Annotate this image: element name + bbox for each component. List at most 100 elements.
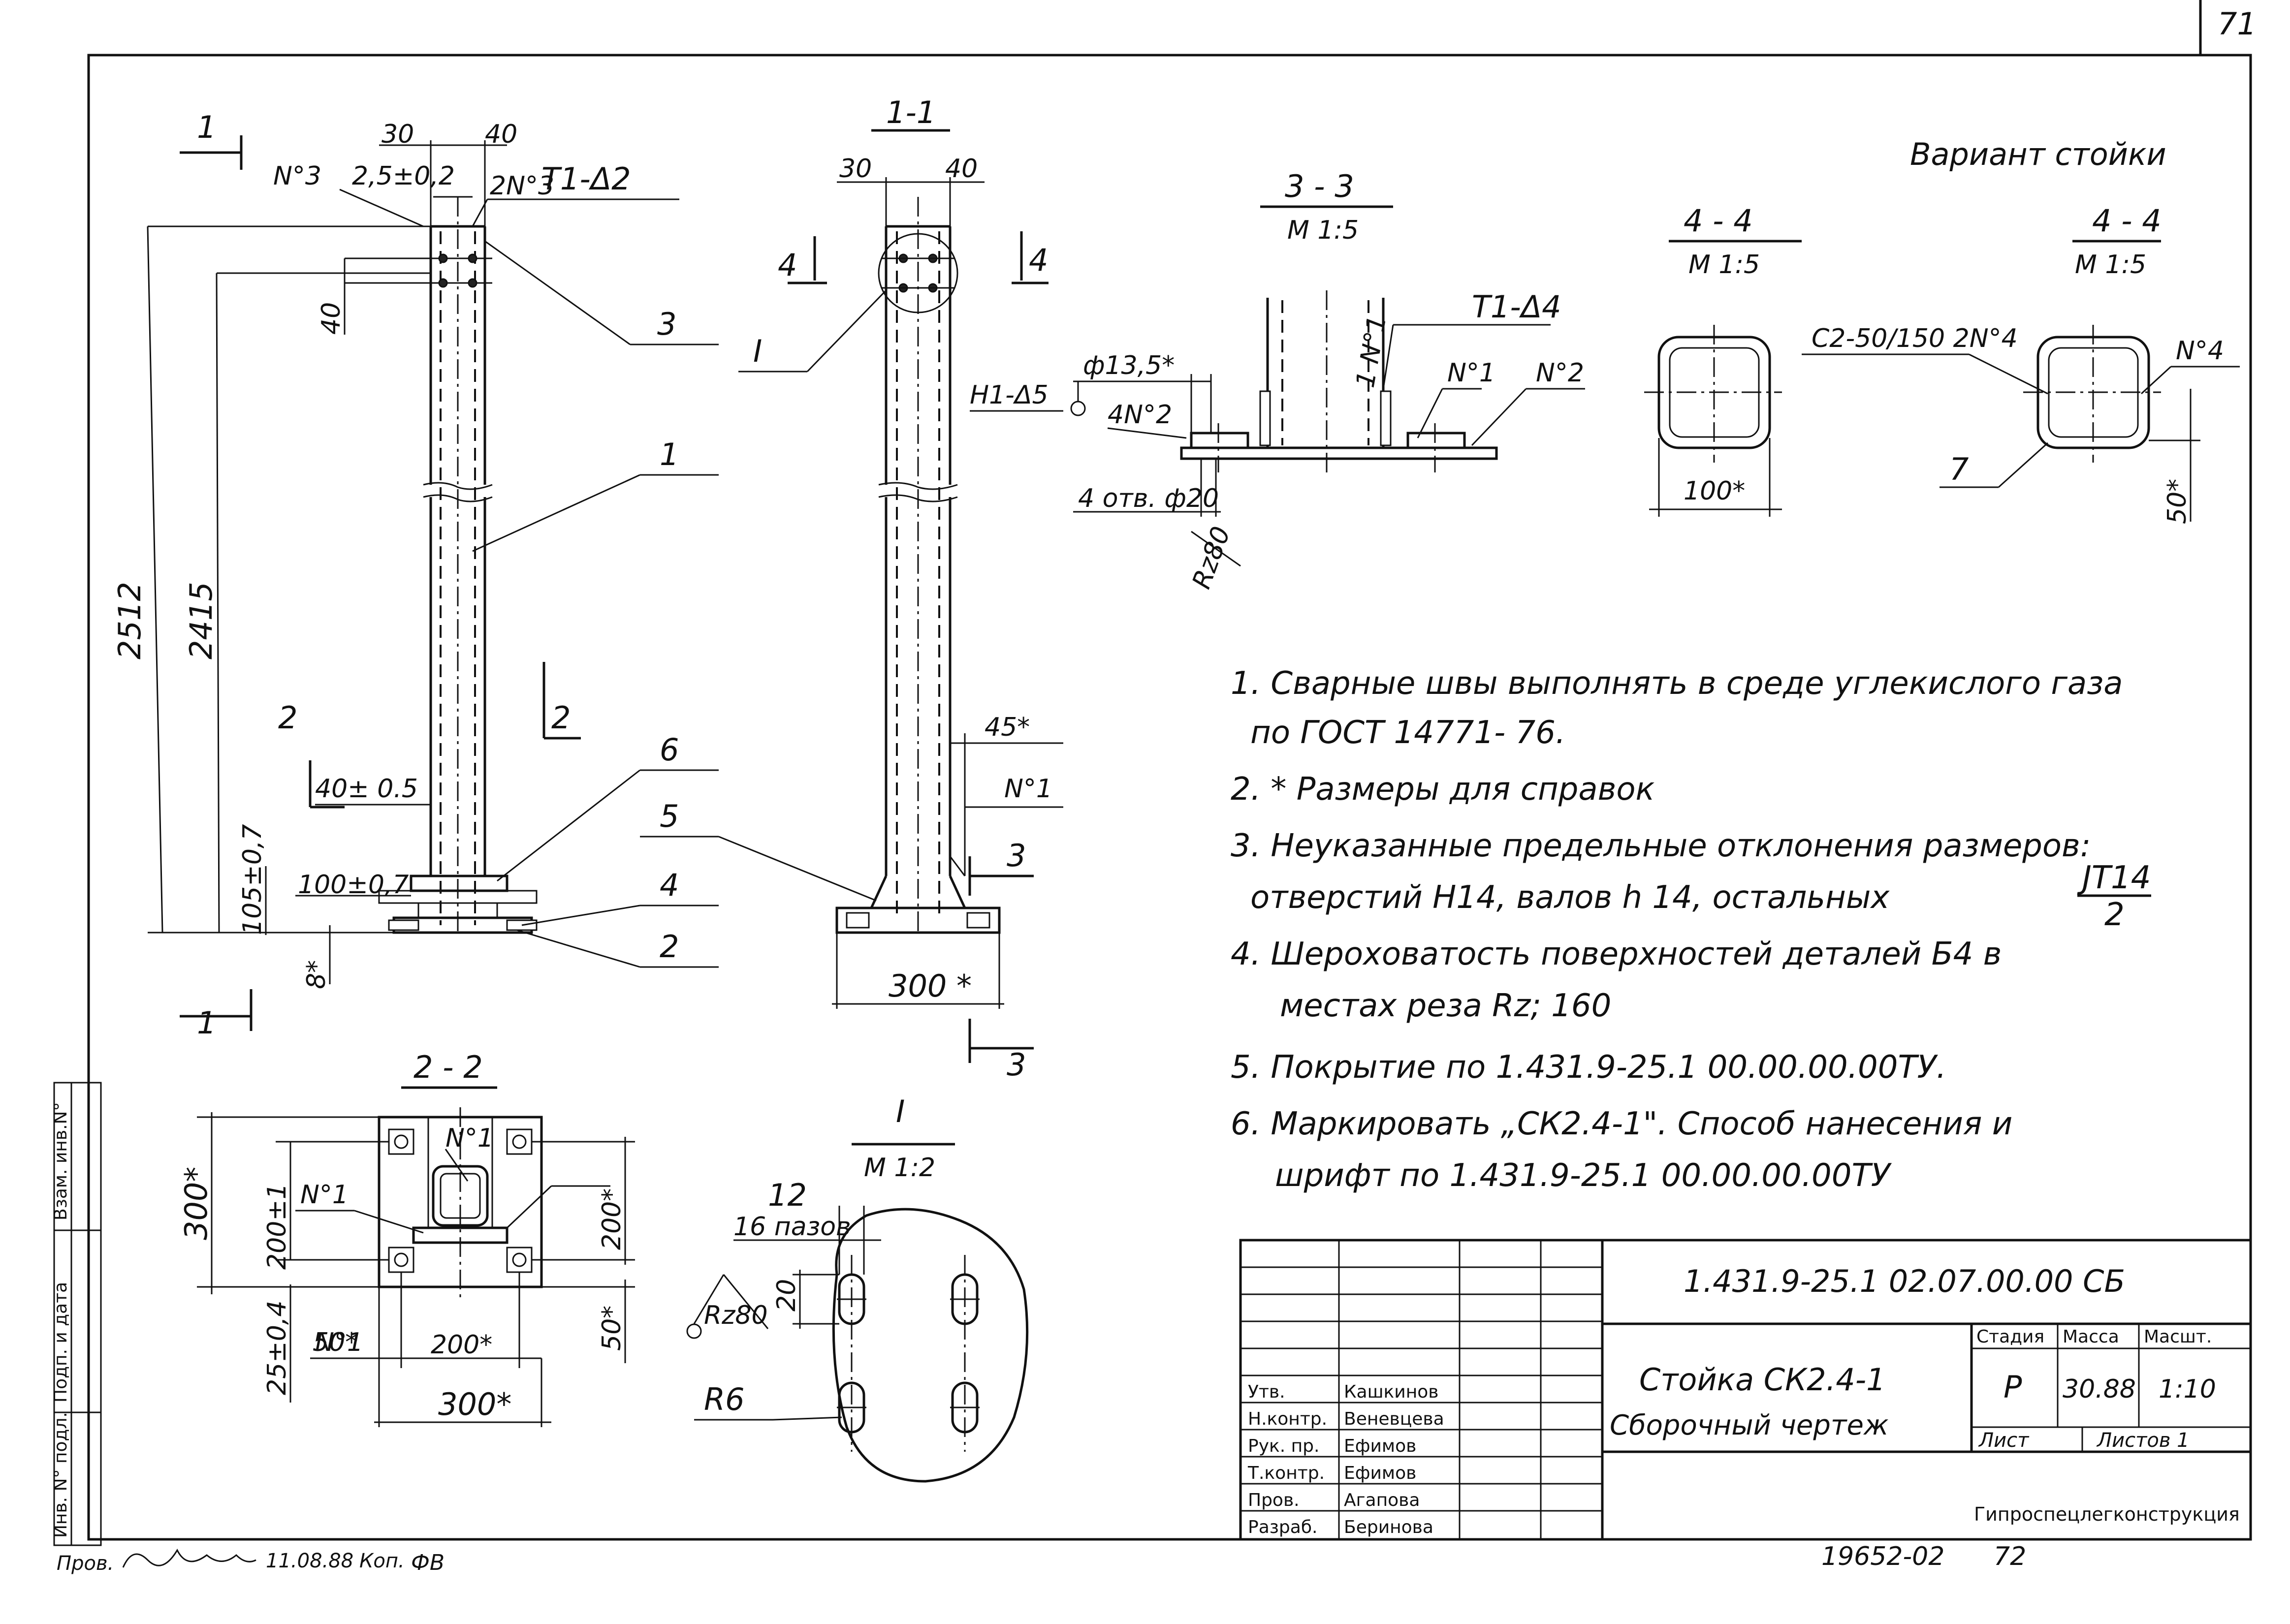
s22-n1-a: N°1 — [300, 1180, 349, 1210]
dim-weld-tolerance: 2,5±0,2 — [352, 161, 455, 191]
s33-weld-top: Т1-Δ4 — [1472, 289, 1561, 325]
s33-n2-count: 4N°2 — [1108, 400, 1172, 430]
doc-code: 1.431.9-25.1 02.07.00.00 СБ — [1684, 1263, 2125, 1299]
s22-dim-50b: 50* — [313, 1328, 358, 1357]
detail-I-rz80: Rz80 — [704, 1301, 768, 1330]
role-tech-control: Т.контр. — [1247, 1463, 1325, 1483]
s44a-scale: М 1:5 — [1688, 250, 1760, 280]
s44a-title: 4 - 4 — [1684, 203, 1753, 239]
checked-label: Пров. — [57, 1552, 114, 1575]
s11-n1: N°1 — [1004, 774, 1052, 804]
section-1-1: 1-1 30 40 4 4 — [640, 94, 1063, 1083]
detail-I-r6: R6 — [704, 1381, 745, 1417]
main-cut-2-left: 2 — [278, 700, 297, 736]
tolerance-denominator: 2 — [2104, 897, 2125, 933]
s44b-scale: М 1:5 — [2075, 250, 2146, 280]
s11-cut-3-bottom: 3 — [1007, 1047, 1026, 1083]
leader-6: 6 — [660, 732, 679, 768]
detail-I-title: I — [896, 1093, 905, 1129]
detail-I: I М 1:2 12 16 пазов 20 Rz80 R6 — [686, 1093, 1029, 1483]
s33-title: 3 - 3 — [1285, 168, 1354, 204]
main-cut-2-right: 2 — [551, 700, 571, 736]
check-date: 11.08.88 — [266, 1550, 353, 1572]
role-project-lead: Рук. пр. — [1248, 1436, 1319, 1456]
note-5: 5. Покрытие по 1.431.9-25.1 00.00.00.00Т… — [1231, 1049, 1946, 1086]
dim-total-2512: 2512 — [112, 582, 148, 659]
s11-dim-40: 40 — [945, 154, 978, 184]
s11-dim-30: 30 — [839, 154, 872, 184]
s33-n1-vertical: 1 N°1 — [1351, 313, 1393, 390]
detail-I-dim-12: 12 — [768, 1177, 807, 1213]
role-checked: Пров. — [1248, 1490, 1300, 1510]
s22-dim-25: 25±0,4 — [262, 1301, 292, 1395]
leader-4: 4 — [660, 867, 679, 903]
name-approved: Кашкинов — [1344, 1382, 1438, 1402]
s22-dim-200b: 200* — [431, 1330, 492, 1360]
stamp-inv-number: Инв. N° подл. — [51, 1412, 71, 1538]
side-stamp: Взам. инв.N° Подп. и дата Инв. N° подл. — [51, 1082, 102, 1546]
dim-2415: 2415 — [183, 582, 219, 659]
s33-weld-h1: Н1-Δ5 — [970, 380, 1049, 410]
mass-label: Масса — [2063, 1327, 2119, 1347]
weld-top: Т1-Δ2 — [541, 161, 631, 197]
note-6-line2: шрифт по 1.431.9-25.1 00.00.00.00ТУ — [1275, 1157, 1892, 1194]
archive-number: 19652-02 — [1821, 1542, 1944, 1571]
s22-dim-200r: 200* — [597, 1188, 627, 1250]
s44b-dim-50: 50* — [2163, 479, 2192, 524]
doc-title: Стойка СК2.4-1 — [1639, 1362, 1886, 1398]
name-developed: Беринова — [1344, 1517, 1433, 1537]
signature — [122, 1548, 256, 1568]
copy-label: Коп. — [359, 1550, 405, 1572]
s33-hole-diameter: ф13,5* — [1083, 351, 1175, 380]
leader-1: 1 — [660, 437, 679, 472]
leader-2: 2 — [660, 929, 679, 965]
name-project-lead: Ефимов — [1344, 1436, 1416, 1456]
s22-n1-top: N°1 — [445, 1124, 494, 1153]
s44b-n4: N°4 — [2176, 336, 2224, 366]
notes: 1. Сварные швы выполнять в среде углекис… — [1231, 665, 2151, 1194]
section-2-2: 2 - 2 300* 200±1 200* 50* 25±0,4 N°1 — [178, 1049, 635, 1427]
title-block: Утв. Н.контр. Рук. пр. Т.контр. Пров. Ра… — [1239, 1239, 2252, 1541]
s11-cut-4-left: 4 — [778, 247, 797, 283]
note-2: 2. * Размеры для справок — [1231, 771, 1655, 808]
section-4-4-a: 4 - 4 М 1:5 100* — [1644, 203, 1802, 517]
stage-value: Р — [2004, 1369, 2022, 1405]
bottom-strip: Пров. 11.08.88 Коп. ФВ 19652-02 72 — [57, 1542, 2026, 1575]
note-1-line1: 1. Сварные швы выполнять в среде углекис… — [1231, 665, 2123, 702]
detail-I-dim-20: 20 — [772, 1279, 801, 1312]
stage-label: Стадия — [1976, 1327, 2044, 1347]
note-1-line2: по ГОСТ 14771- 76. — [1250, 715, 1565, 751]
sheet-label: Лист — [1978, 1429, 2030, 1452]
name-tech-control: Ефимов — [1344, 1463, 1416, 1483]
note-4-line2: местах реза Rz; 160 — [1280, 988, 1611, 1024]
s22-dim-300v: 300* — [178, 1167, 214, 1240]
dim-top-30: 30 — [382, 120, 414, 149]
dim-100-07: 100±0,7 — [298, 870, 409, 900]
scale-label: Масшт. — [2144, 1327, 2212, 1347]
main-cut-1-top: 1 — [197, 109, 216, 145]
role-developed: Разраб. — [1248, 1517, 1317, 1537]
s22-dim-200v: 200±1 — [262, 1183, 292, 1270]
role-approved: Утв. — [1248, 1382, 1285, 1402]
label-n3-right: 2N°3 — [490, 171, 554, 201]
s22-title: 2 - 2 — [413, 1049, 483, 1085]
sheet-number: 71 — [2218, 6, 2257, 42]
s11-dim-45: 45* — [985, 713, 1030, 742]
stamp-replace-inv: Взам. инв.N° — [51, 1102, 71, 1220]
s33-n1: N°1 — [1447, 358, 1495, 388]
s22-dim-50r: 50* — [597, 1306, 627, 1351]
dim-8: 8* — [302, 960, 331, 989]
copy-signature: ФВ — [411, 1550, 445, 1575]
stamp-sign-date: Подп. и дата — [51, 1282, 71, 1403]
note-4-line1: 4. Шероховатость поверхностей деталей Б4… — [1231, 936, 2002, 972]
mass-value: 30.88 — [2063, 1374, 2136, 1404]
s11-cut-4-right: 4 — [1029, 242, 1048, 278]
s44b-leader-7: 7 — [1949, 451, 1969, 487]
name-checked: Агапова — [1344, 1490, 1420, 1510]
note-3-line2: отверстий Н14, валов h 14, остальных — [1250, 879, 1890, 916]
detail-I-scale: М 1:2 — [864, 1153, 935, 1183]
s44b-title: 4 - 4 — [2092, 203, 2162, 239]
sheets-label: Листов 1 — [2096, 1429, 2190, 1452]
scale-value: 1:10 — [2159, 1374, 2216, 1404]
name-norm-control: Веневцева — [1344, 1409, 1444, 1429]
